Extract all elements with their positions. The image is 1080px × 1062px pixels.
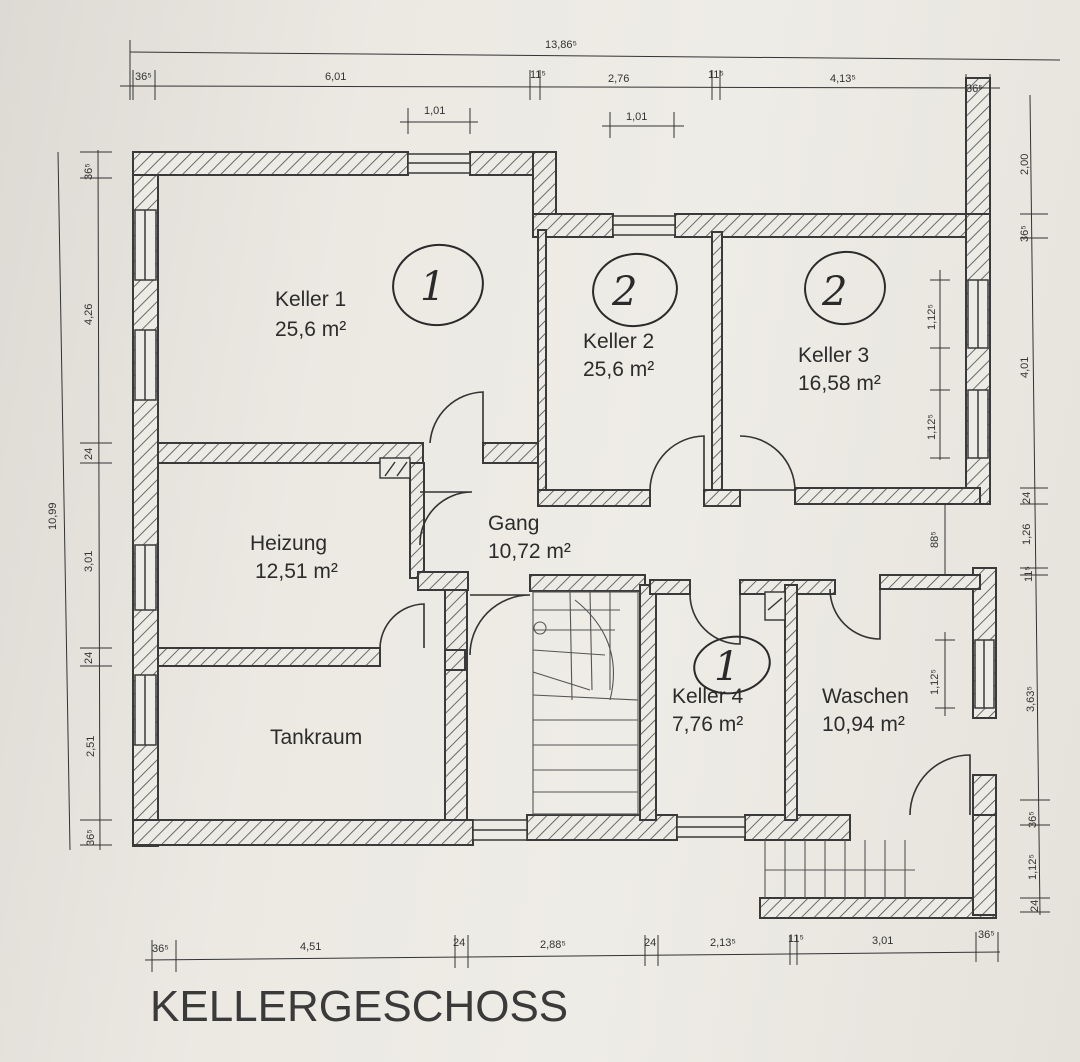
room-name-tankraum: Tankraum bbox=[270, 726, 362, 749]
dim-bottom-0: 36⁵ bbox=[152, 943, 169, 955]
chimney bbox=[379, 457, 786, 621]
room-name-keller-1: Keller 1 bbox=[275, 288, 346, 311]
room-area-keller-2: 25,6 m² bbox=[583, 358, 654, 381]
dim-right-inner-1: 1,12⁵ bbox=[926, 304, 938, 330]
dim-left-5: 2,51 bbox=[85, 736, 97, 757]
room-area-heizung: 12,51 m² bbox=[255, 560, 338, 583]
handwritten-mark-keller-1: 1 bbox=[392, 243, 484, 327]
room-area-keller-1: 25,6 m² bbox=[275, 318, 346, 341]
doors bbox=[379, 391, 971, 816]
room-area-gang: 10,72 m² bbox=[488, 540, 571, 563]
dim-top-4: 11⁵ bbox=[708, 69, 724, 81]
dim-left-4: 24 bbox=[83, 652, 95, 664]
dim-right-6: 3,63⁵ bbox=[1025, 686, 1037, 712]
dim-bottom-7: 3,01 bbox=[872, 935, 893, 947]
dim-right-8: 1,12⁵ bbox=[1027, 854, 1039, 880]
svg-text:1: 1 bbox=[714, 644, 739, 690]
dim-right-9: 24 bbox=[1029, 900, 1041, 912]
staircase bbox=[532, 591, 639, 815]
dim-top-2: 11⁵ bbox=[530, 69, 546, 81]
room-area-keller-3: 16,58 m² bbox=[798, 372, 881, 395]
room-name-keller-3: Keller 3 bbox=[798, 344, 869, 367]
svg-text:2: 2 bbox=[821, 269, 847, 315]
room-name-gang: Gang bbox=[488, 512, 539, 535]
dim-right-7: 36⁵ bbox=[1027, 811, 1039, 828]
entry-stairs bbox=[764, 840, 915, 898]
svg-text:1: 1 bbox=[420, 264, 445, 310]
dim-top-5: 4,13⁵ bbox=[830, 73, 856, 85]
dim-right-3: 24 bbox=[1021, 492, 1033, 504]
plan-title: KELLERGESCHOSS bbox=[150, 982, 569, 1031]
dim-bottom-5: 2,13⁵ bbox=[710, 937, 736, 949]
dim-top-0: 36⁵ bbox=[135, 71, 152, 83]
room-area-waschen: 10,94 m² bbox=[822, 713, 905, 736]
room-area-keller-4: 7,76 m² bbox=[672, 713, 743, 736]
svg-text:2: 2 bbox=[611, 269, 637, 315]
dim-left-2: 24 bbox=[83, 448, 95, 460]
dim-left-6: 36⁵ bbox=[85, 829, 97, 846]
handwritten-mark-keller-3: 2 bbox=[804, 250, 886, 326]
windows bbox=[134, 153, 995, 841]
dim-window-2: 1,01 bbox=[626, 111, 647, 123]
dimension-lines bbox=[57, 40, 1061, 972]
dim-bottom-2: 24 bbox=[453, 937, 465, 949]
room-name-heizung: Heizung bbox=[250, 532, 327, 555]
dim-left-1: 4,26 bbox=[83, 304, 95, 325]
room-name-keller-4: Keller 4 bbox=[672, 685, 744, 708]
dim-right-4: 1,26 bbox=[1021, 524, 1033, 545]
handwritten-mark-keller-2: 2 bbox=[592, 252, 678, 328]
dim-left-total: 10,99 bbox=[47, 502, 59, 530]
dim-right-2: 4,01 bbox=[1019, 357, 1031, 378]
dim-top-3: 2,76 bbox=[608, 73, 629, 85]
dim-bottom-6: 11⁵ bbox=[788, 933, 804, 945]
dim-top-1: 6,01 bbox=[325, 71, 346, 83]
dim-window-1: 1,01 bbox=[424, 105, 445, 117]
dim-top-6: 36⁵ bbox=[966, 83, 983, 95]
dim-left-3: 3,01 bbox=[83, 551, 95, 572]
dim-right-inner-2: 1,12⁵ bbox=[926, 414, 938, 440]
room-name-waschen: Waschen bbox=[822, 685, 909, 708]
dim-right-0: 2,00 bbox=[1019, 154, 1031, 175]
handwritten-mark-keller-4: 1 bbox=[693, 635, 771, 695]
dim-right-inner-4: 1,12⁵ bbox=[929, 669, 941, 695]
dim-top-total: 13,86⁵ bbox=[545, 39, 577, 51]
dim-left-0: 36⁵ bbox=[83, 163, 95, 180]
dim-bottom-4: 24 bbox=[644, 937, 656, 949]
dim-bottom-1: 4,51 bbox=[300, 941, 321, 953]
room-name-keller-2: Keller 2 bbox=[583, 330, 654, 353]
dim-bottom-3: 2,88⁵ bbox=[540, 939, 566, 951]
dim-right-1: 36⁵ bbox=[1019, 225, 1031, 242]
dim-right-5: 11⁵ bbox=[1023, 566, 1035, 582]
dim-right-inner-3: 88⁵ bbox=[929, 531, 941, 548]
dim-bottom-8: 36⁵ bbox=[978, 929, 995, 941]
